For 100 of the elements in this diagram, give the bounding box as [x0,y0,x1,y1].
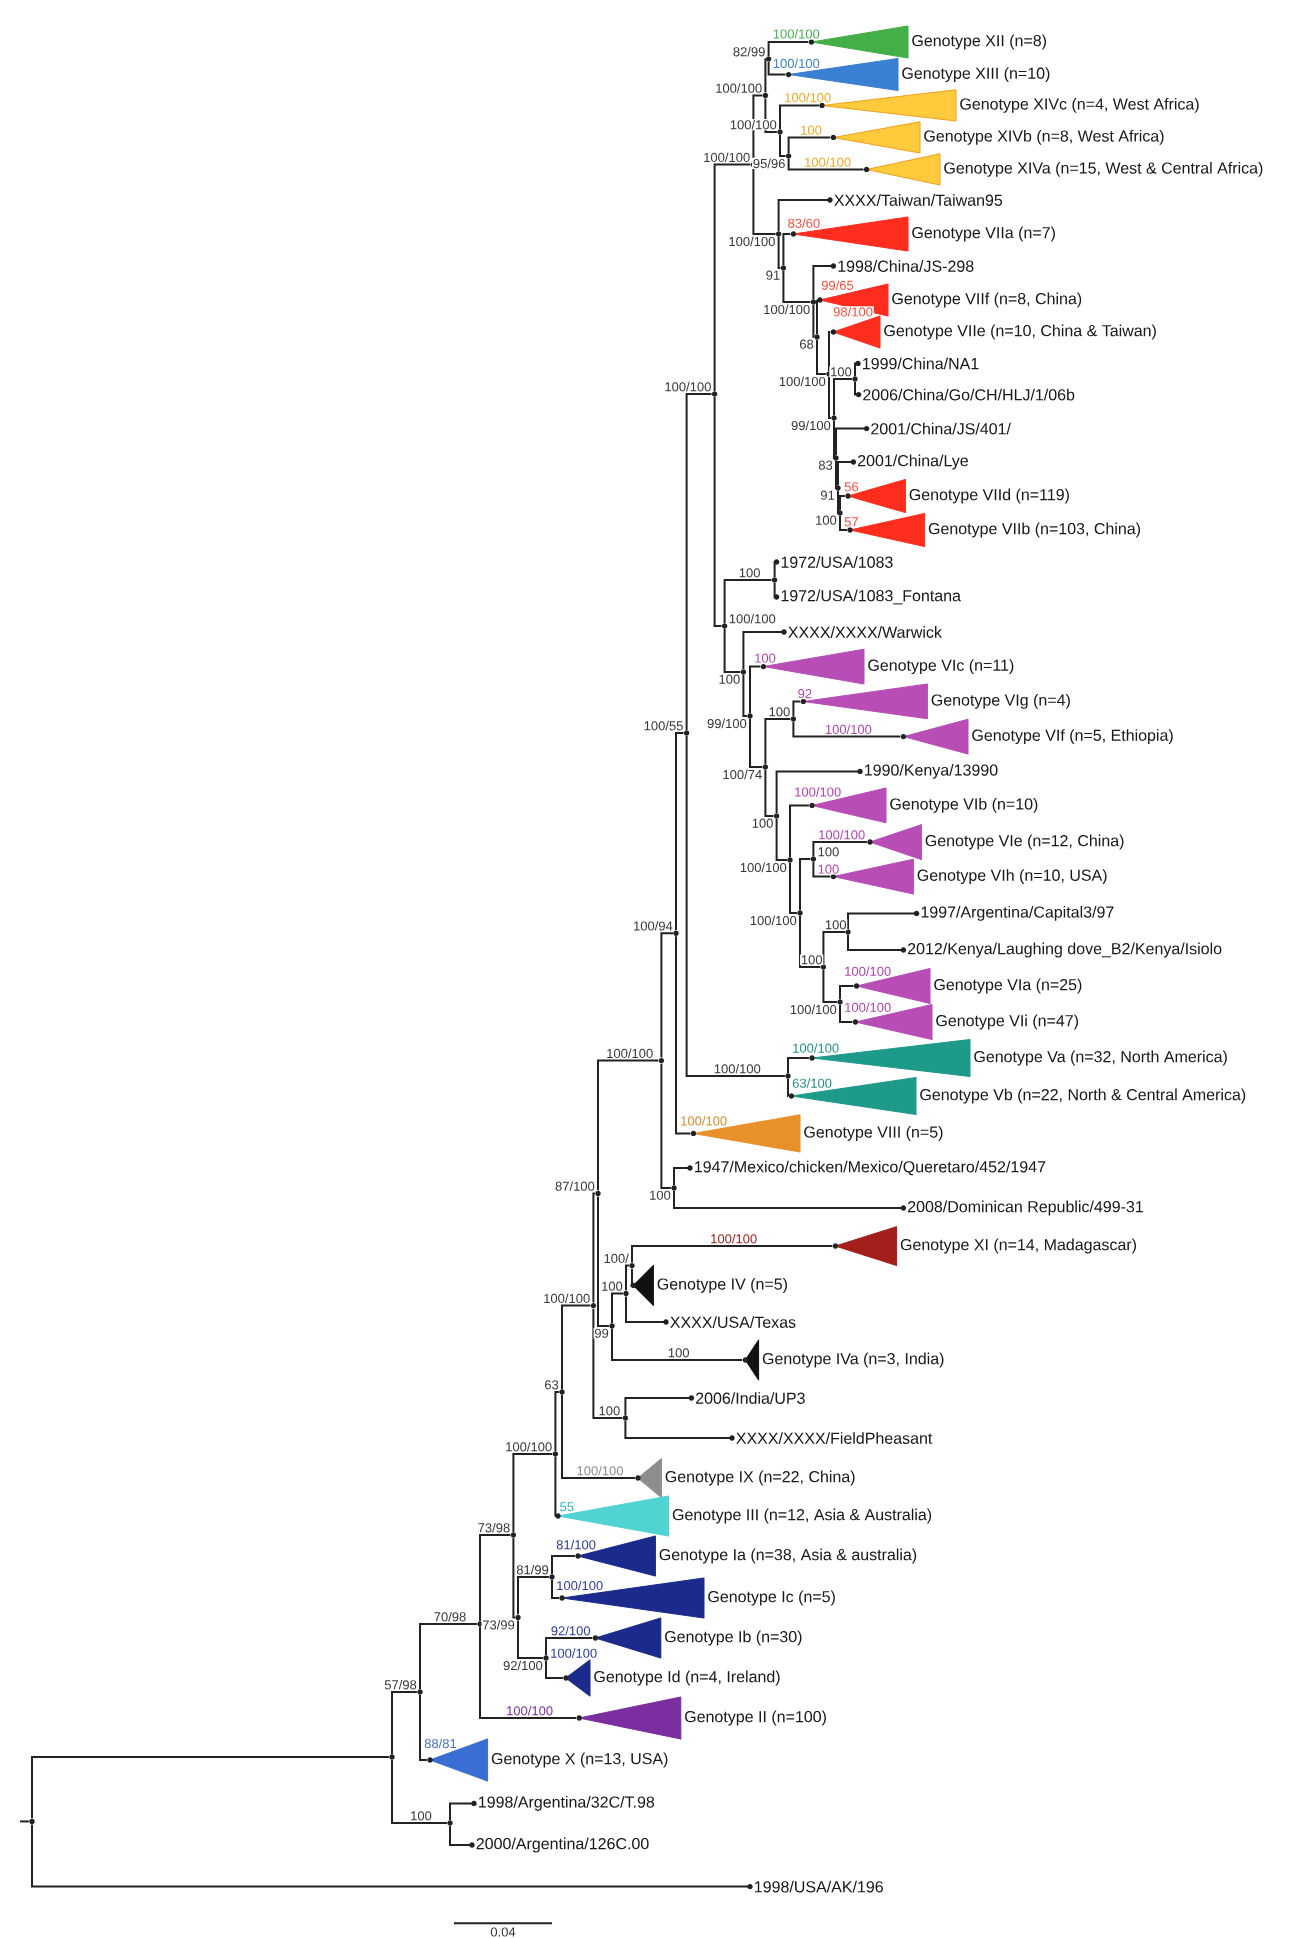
branch-line [833,460,837,489]
branch-line [625,1264,630,1292]
taxon-label: XXXX/Taiwan/Taiwan95 [834,194,1003,206]
branch-line [631,1245,834,1264]
branch-line [512,1453,554,1533]
branch-line [854,362,859,377]
clade-label: Genotype VIi (n=47) [936,1014,1078,1030]
branch-line [777,236,782,269]
clade-label: Genotype III (n=12, Asia & Australia) [672,1508,932,1524]
branch-line [561,1394,636,1479]
branch-line [831,420,835,459]
taxon-label: 2006/India/UP3 [696,1392,805,1404]
clade-label: Genotype X (n=13, USA) [491,1752,668,1768]
taxon-label: 2012/Kenya/Laughing dove_B2/Kenya/Isiolo [908,942,1222,958]
taxon-label: 2001/China/Lye [858,454,968,470]
taxon-label: 2001/China/JS/401/ [871,422,1011,435]
branch-line [777,199,831,232]
clade-label: Genotype XIVa (n=15, West & Central Africa) [944,161,1263,177]
branch-line [675,935,692,1135]
branch-line [847,912,918,930]
branch-line [449,1825,473,1846]
clade-label: Genotype VIa (n=25) [934,978,1082,994]
branch-line [624,1397,693,1416]
taxon-label: 1998/USA/AK/196 [755,1880,883,1893]
branch-line [847,934,905,951]
branch-line [749,718,764,768]
branch-line [752,94,764,163]
branch-line [517,1576,550,1616]
branch-line [554,1391,560,1452]
branch-line [673,1190,905,1209]
branch-line [512,1537,516,1619]
clade-label: Genotype Id (n=4, Ireland) [594,1670,780,1686]
branch-line [391,1759,448,1824]
branch-line [551,1555,576,1575]
taxon-label: 1947/Mexico/chicken/Mexico/Queretaro/452/1947 [695,1160,1046,1176]
branch-line [764,718,792,765]
taxon-label: 1998/China/JS-298 [838,260,974,272]
branch-line [592,1192,596,1304]
branch-line [789,804,810,858]
branch-line [673,1167,691,1186]
branch-line [723,579,773,624]
clade-label: Genotype XIII (n=10) [902,67,1050,83]
clade-label: Genotype VIIb (n=103, China) [928,522,1140,538]
branch-line [792,721,902,738]
clade-label: Genotype VIg (n=4) [931,693,1070,709]
clade-label: Genotype IV (n=5) [657,1277,787,1293]
branch-line [822,969,838,1003]
branch-line [545,1637,594,1656]
branch-line [779,104,820,130]
branch-line [839,495,846,511]
branch-line [611,1328,744,1361]
branch-line [449,1802,475,1821]
clade-label: Genotype Vb (n=22, North & Central America) [920,1088,1246,1104]
clade-label: Genotype Ib (n=30) [665,1630,802,1646]
branch-line [625,1295,667,1323]
taxon-label: XXXX/USA/Texas [670,1316,796,1328]
clade-label: Genotype II (n=100) [685,1710,826,1726]
branch-line [812,861,832,878]
branch-line [782,233,792,266]
clade-label: Genotype IX (n=22, China) [665,1470,855,1486]
branch-line [787,136,832,154]
clade-label: Genotype VIIe (n=10, China & Taiwan) [884,324,1156,340]
branch-line [723,628,742,673]
branch-line [822,931,846,965]
branch-line [799,915,822,968]
branch-line [815,299,818,335]
clade-label: Genotype VIIa (n=7) [912,226,1055,242]
branch-line [773,561,778,578]
clade-label: Genotype Ia (n=38, Asia & australia) [659,1548,917,1564]
branch-line [828,376,832,419]
branch-line [767,41,810,57]
branch-line [713,163,752,392]
branch-line [660,1062,672,1189]
branch-line [839,1004,854,1023]
branch-line [391,1691,418,1755]
branch-line [611,1292,624,1324]
clade-label: Genotype VIe (n=12, China) [925,834,1124,850]
branch-line [837,461,855,486]
branch-line [19,1820,30,1823]
taxon-label: 2000/Argentina/126C.00 [476,1837,649,1853]
clade-label: Genotype XIVb (n=8, West Africa) [924,129,1164,145]
taxon-label: XXXX/XXXX/Warwick [788,626,942,638]
branch-line [812,265,835,300]
clade-label: Genotype VIId (n=119) [909,488,1069,504]
branch-line [713,396,723,627]
clade-label: Genotype XIVc (n=4, West Africa) [960,97,1199,113]
branch-line [31,1756,390,1820]
branch-line [660,932,674,1059]
branch-line [742,674,748,717]
branch-line [854,381,860,396]
branch-line [787,158,865,171]
branch-line [675,732,685,932]
branch-line [685,393,713,731]
taxon-label: 1972/USA/1083 [781,556,893,568]
branch-line [787,1057,810,1074]
branch-line [839,985,855,1000]
branch-line [629,1267,633,1287]
branch-line [835,427,868,456]
branch-line [597,1059,660,1192]
branch-line [479,1534,512,1622]
